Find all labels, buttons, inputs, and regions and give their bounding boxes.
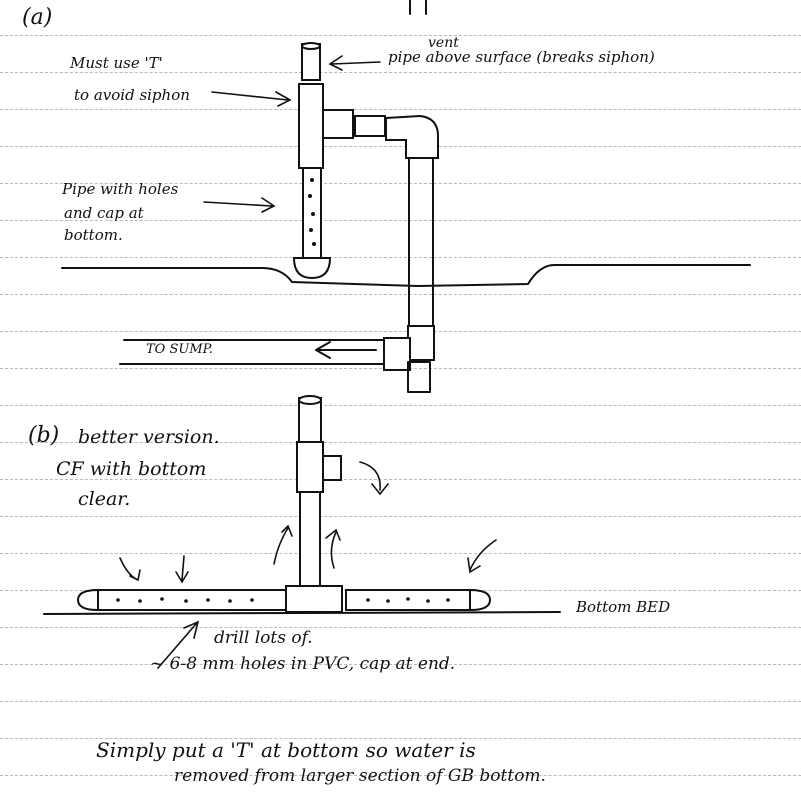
vent-label: vent <box>428 35 459 51</box>
ruled-line <box>0 35 801 36</box>
pipe-hole <box>309 228 313 232</box>
ruled-line <box>0 183 801 184</box>
flow-arrow-up <box>325 528 341 569</box>
t-fitting-b-branch <box>322 455 342 481</box>
ruled-line <box>0 664 801 665</box>
left-end-cap <box>76 588 99 612</box>
right-end-cap <box>469 588 492 612</box>
vent-pipe-opening <box>301 42 321 50</box>
clear-label: clear. <box>78 488 131 510</box>
t-fitting <box>298 83 324 169</box>
downpipe-lower <box>407 361 431 393</box>
ruled-line <box>0 701 801 702</box>
ruled-line <box>0 553 801 554</box>
ruled-line <box>0 109 801 110</box>
sump-channel <box>119 339 385 365</box>
cap-label: and cap at <box>64 204 144 222</box>
pipe-hole <box>138 599 142 603</box>
ruled-line <box>0 479 801 480</box>
pipe-hole <box>160 597 164 601</box>
left-perforated-pipe <box>97 589 287 611</box>
flow-arrow <box>467 539 497 574</box>
arrow-to-perforated-pipe <box>203 197 276 213</box>
pipe-hole <box>446 598 450 602</box>
pipe-hole <box>426 599 430 603</box>
ruled-line <box>0 627 801 628</box>
sump-outlet <box>383 337 411 371</box>
end-cap <box>292 257 332 280</box>
pipe-holes-label: Pipe with holes <box>62 180 179 198</box>
flow-arrow-up <box>273 524 293 565</box>
avoid-siphon-label: to avoid siphon <box>74 86 190 104</box>
to-sump-arrow <box>315 341 377 359</box>
pipe-hole <box>386 599 390 603</box>
ruled-line <box>0 220 801 221</box>
bottom-bed-label: Bottom BED <box>576 598 671 616</box>
ruled-line <box>0 738 801 739</box>
riser-pipe-b <box>299 491 321 587</box>
top-pipe-fragment <box>409 0 427 15</box>
ruled-line <box>0 294 801 295</box>
pipe-hole <box>206 598 210 602</box>
cf-bottom-label: CF with bottom <box>56 458 207 480</box>
ruled-line <box>0 442 801 443</box>
pipe-connector <box>354 115 386 137</box>
flow-arrow <box>175 555 189 584</box>
pipe-hole <box>116 598 120 602</box>
pipe-hole <box>184 599 188 603</box>
drill-arrow <box>157 620 200 669</box>
pipe-hole <box>311 212 315 216</box>
pipe-hole <box>406 597 410 601</box>
arrow-to-t <box>211 91 292 107</box>
holes-pvc-label: ~ 6-8 mm holes in PVC, cap at end. <box>150 654 456 674</box>
ruled-line <box>0 516 801 517</box>
pipe-hole <box>250 598 254 602</box>
drill-lots-label: drill lots of. <box>214 628 313 648</box>
bottom-t-fitting <box>285 585 343 613</box>
t-fitting-b <box>296 441 324 493</box>
must-use-t-label: Must use 'T' <box>70 54 163 72</box>
bottom-bed-line <box>43 611 561 615</box>
pipe-hole <box>366 598 370 602</box>
flow-arrow-out <box>359 461 389 496</box>
pipe-hole <box>312 242 316 246</box>
ruled-line <box>0 257 801 258</box>
t-fitting-branch <box>322 109 354 139</box>
flow-arrow <box>119 557 141 582</box>
ruled-line <box>0 72 801 73</box>
ruled-line <box>0 775 801 776</box>
arrow-to-vent <box>328 55 381 71</box>
summary-note-line2: removed from larger section of GB bottom… <box>174 766 546 786</box>
to-sump-label: TO SUMP. <box>146 342 213 357</box>
downpipe <box>408 157 434 331</box>
vent-pipe-b-opening <box>298 395 322 405</box>
ruled-line <box>0 331 801 332</box>
pipe-hole <box>308 194 312 198</box>
pipe-hole <box>310 178 314 182</box>
bed-surface-line <box>61 263 751 287</box>
elbow-fitting <box>385 114 439 159</box>
part-b-label: (b) <box>28 423 60 448</box>
part-a-label: (a) <box>22 5 53 30</box>
sump-fitting <box>407 325 435 361</box>
pipe-hole <box>228 599 232 603</box>
vent-pipe-label: pipe above surface (breaks siphon) <box>388 48 655 66</box>
bottom-label: bottom. <box>64 226 123 244</box>
summary-note-line1: Simply put a 'T' at bottom so water is <box>96 738 476 762</box>
better-version-label: better version. <box>78 426 220 448</box>
ruled-line <box>0 146 801 147</box>
ruled-line <box>0 405 801 406</box>
